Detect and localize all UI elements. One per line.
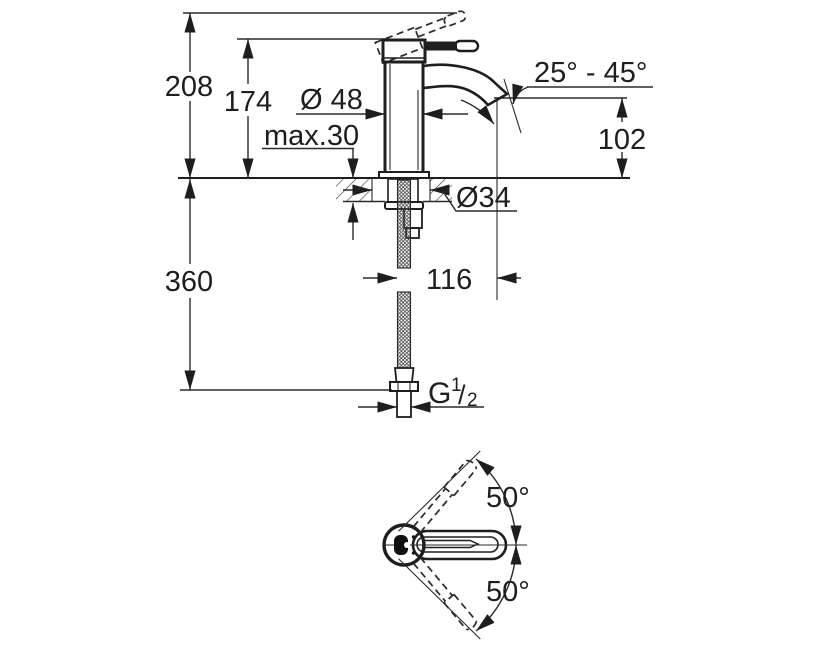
hose-braid-upper	[397, 180, 411, 268]
hose-thread-pipe	[396, 390, 412, 418]
base-flange	[378, 171, 430, 179]
swing-arc-upper	[475, 458, 522, 546]
dim-thread-label: G 1 / 2	[428, 375, 478, 411]
dim-body-diameter-label: Ø 48	[300, 84, 363, 116]
thread-letter: G	[428, 377, 451, 410]
top-dot-upper	[411, 535, 416, 539]
handle-raised-dashed	[374, 10, 467, 65]
handle-grip-dashed	[443, 10, 467, 27]
thread-slash: /	[458, 380, 466, 410]
top-dot-lower	[411, 551, 416, 555]
front-view-labels: 208 174 Ø 48 max.30 25° - 45° 102 Ø34 11…	[165, 57, 648, 411]
dim-deck-thickness-label: max.30	[264, 120, 359, 152]
handle-base-dashed	[374, 26, 424, 65]
dim-spout-angle-label: 25° - 45°	[534, 57, 647, 89]
swing-limit-line-lower	[398, 558, 481, 640]
top-slot-notch	[404, 542, 410, 548]
hose-braid-lower	[397, 292, 411, 368]
dim-swing-upper-label: 50°	[486, 482, 530, 514]
handle-base	[381, 38, 427, 64]
dimension-lines	[184, 12, 628, 413]
top-cartridge-slot	[394, 535, 408, 555]
dim-outlet-height-label: 102	[598, 124, 646, 156]
dim-projection-label: 116	[426, 264, 472, 296]
top-view: 50° 50°	[382, 450, 530, 640]
dim-total-height-label: 208	[165, 71, 213, 103]
mounting-section	[336, 178, 452, 418]
spout	[421, 63, 510, 107]
deck-hatch-left	[336, 179, 372, 202]
supply-hose	[389, 179, 419, 418]
lever-swung-up-dashed	[398, 450, 481, 534]
dim-swing-lower-label: 50°	[486, 576, 530, 608]
lever-swung-down-dashed	[398, 556, 481, 640]
deck-hatch-right	[430, 179, 452, 202]
swing-arc-lower	[475, 544, 522, 632]
swing-limit-line-upper	[398, 450, 481, 532]
top-body-circle	[382, 523, 426, 567]
hose-collar	[393, 367, 415, 383]
top-handle-slot	[422, 539, 480, 549]
water-jet-angle-line	[503, 78, 522, 134]
spout-swing-arc-arrow	[460, 99, 495, 125]
angle-leader-arrow	[512, 83, 529, 105]
faucet-front	[374, 10, 510, 179]
front-view: 208 174 Ø 48 max.30 25° - 45° 102 Ø34 11…	[165, 10, 653, 418]
hose-hex-nut	[389, 381, 419, 392]
dim-hose-length-label: 360	[165, 266, 213, 298]
thread-denominator: 2	[467, 390, 478, 411]
thread-numerator: 1	[451, 375, 462, 396]
dim-hole-diameter-label: Ø34	[456, 182, 511, 214]
handle-grip	[453, 39, 480, 53]
dim-body-height-label: 174	[224, 86, 272, 118]
